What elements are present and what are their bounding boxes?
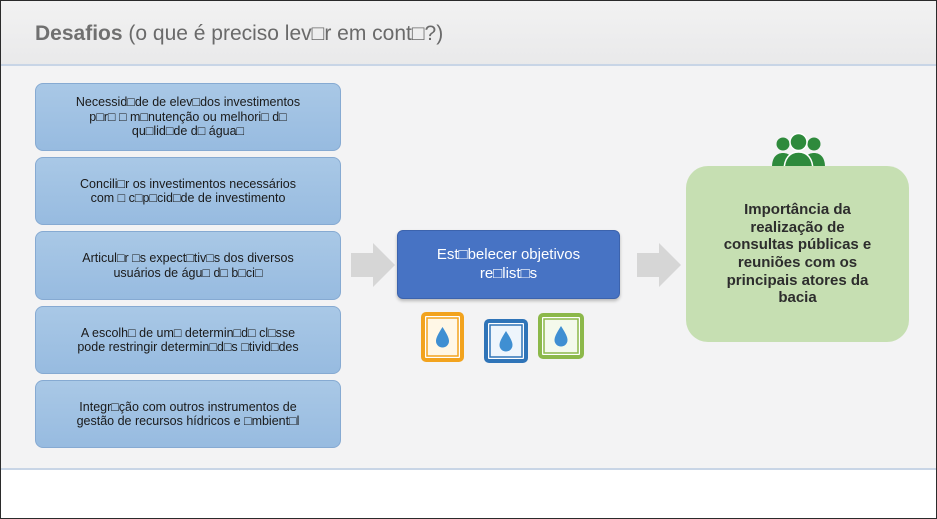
footer-divider	[1, 468, 936, 470]
water-drop-frame-icon	[484, 319, 528, 363]
challenge-text-4: A escolh□ de um□ determin□d□ cl□sse pode…	[77, 325, 299, 354]
challenge-box-2: Concili□r os investimentos necessários c…	[35, 157, 341, 225]
water-drop-frame-icon	[421, 312, 464, 362]
challenge-box-5: Integr□ção com outros instrumentos de ge…	[35, 380, 341, 448]
title-rest: (o que é preciso lev□r em cont□?)	[122, 22, 444, 45]
right-arrow-icon	[637, 243, 681, 287]
challenge-text-3: Articul□r □s expect□tiv□s dos diversos u…	[82, 251, 294, 280]
people-group-icon	[772, 132, 825, 171]
water-drop-frame-icon	[538, 313, 584, 359]
challenge-text-1: Necessid□de de elev□dos investimentos p□…	[75, 95, 301, 139]
header-band	[1, 1, 936, 65]
challenge-text-2: Concili□r os investimentos necessários c…	[80, 176, 296, 205]
challenge-box-4: A escolh□ de um□ determin□d□ cl□sse pode…	[35, 306, 341, 374]
result-box: Importância da realização de consultas p…	[686, 166, 909, 342]
result-label: Importância da realização de consultas p…	[723, 200, 872, 307]
challenge-text-5: Integr□ção com outros instrumentos de ge…	[76, 399, 300, 428]
challenge-box-1: Necessid□de de elev□dos investimentos p□…	[35, 83, 341, 151]
header-divider	[1, 64, 936, 66]
right-arrow-icon	[351, 243, 395, 287]
title-bold: Desafios	[35, 22, 123, 45]
slide-title: Desafios (o que é preciso lev□r em cont□…	[35, 22, 443, 46]
challenge-box-3: Articul□r □s expect□tiv□s dos diversos u…	[35, 231, 341, 300]
center-objective-box: Est□belecer objetivos re□list□s	[397, 230, 620, 299]
center-objective-label: Est□belecer objetivos re□list□s	[436, 245, 581, 282]
